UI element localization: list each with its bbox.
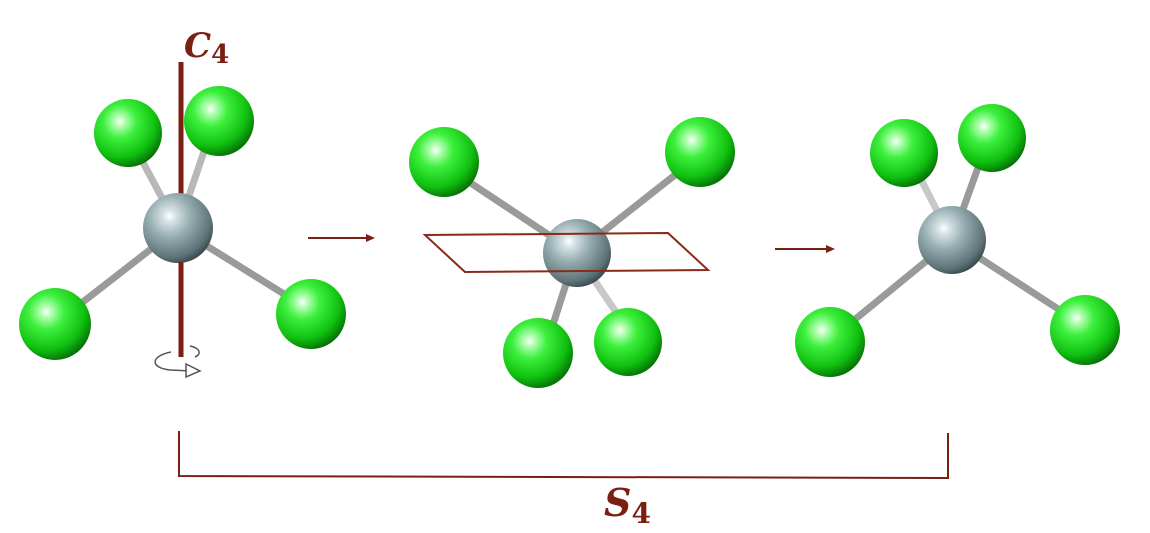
- ligand-atom: [184, 86, 254, 156]
- ligand-atom: [665, 117, 735, 187]
- ligand-atom: [795, 307, 865, 377]
- molecule-reflected: [795, 104, 1120, 377]
- central-atom: [143, 193, 213, 263]
- molecule-original: C4: [19, 26, 346, 379]
- ligand-atom: [958, 104, 1026, 172]
- ligand-atom: [94, 99, 162, 167]
- c4-label: C4: [184, 26, 229, 70]
- rotation-arrow-icon: [152, 345, 202, 379]
- transition-arrow: [308, 234, 375, 242]
- ligand-atom: [870, 119, 938, 187]
- mirror-plane: [422, 231, 711, 274]
- ligand-atom: [503, 318, 573, 388]
- ligand-atom: [276, 279, 346, 349]
- ligand-atom: [1050, 295, 1120, 365]
- molecule-rotated: [409, 117, 735, 388]
- ligand-atom: [409, 127, 479, 197]
- central-atom: [918, 206, 986, 274]
- ligand-atom: [594, 308, 662, 376]
- central-atom: [543, 219, 611, 287]
- ligand-atom: [19, 288, 91, 360]
- transition-arrow: [775, 245, 835, 253]
- s4-bracket: [178, 431, 949, 480]
- s4-label: S4: [604, 480, 651, 530]
